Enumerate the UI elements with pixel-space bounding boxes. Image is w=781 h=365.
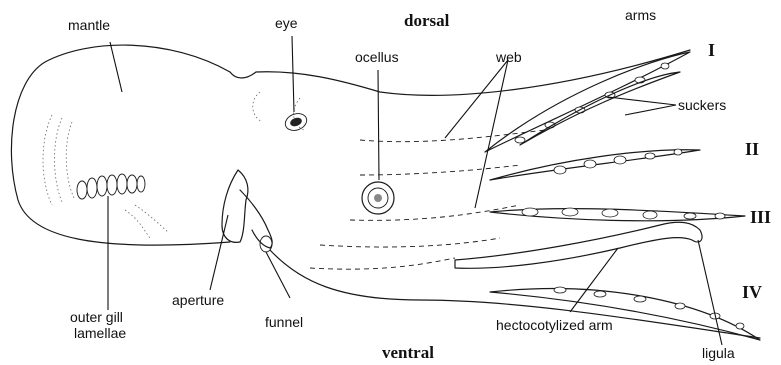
label-web: web xyxy=(495,49,522,65)
label-ventral: ventral xyxy=(382,343,434,362)
label-suckers: suckers xyxy=(678,97,726,113)
arm-i-outline xyxy=(485,52,690,152)
arm-ii-suckers xyxy=(554,149,682,174)
label-eye: eye xyxy=(275,15,298,31)
aperture-outline xyxy=(222,170,248,242)
label-ocellus: ocellus xyxy=(355,49,399,65)
gill-stripes xyxy=(43,92,304,238)
mantle-outline xyxy=(11,45,230,245)
label-ligula: ligula xyxy=(702,345,735,361)
label-aperture: aperture xyxy=(172,292,224,308)
arm-numeral-iii: III xyxy=(750,207,771,227)
label-outer-gill-line1: outer gill xyxy=(70,309,123,325)
arm-numeral-ii: II xyxy=(745,139,759,159)
label-funnel: funnel xyxy=(265,314,303,330)
hectocotylized-arm-outline xyxy=(455,222,702,268)
outer-gill-lamellae xyxy=(77,174,145,199)
eye-drawing xyxy=(283,111,309,134)
arm-numeral-i: I xyxy=(708,40,715,60)
arm-numeral-iv: IV xyxy=(742,282,762,302)
label-hectocotylized-arm: hectocotylized arm xyxy=(496,317,613,333)
label-outer-gill-line2: lamellae xyxy=(74,325,126,341)
label-dorsal: dorsal xyxy=(404,11,450,30)
web-lines xyxy=(310,130,545,269)
label-arms: arms xyxy=(625,7,656,23)
label-mantle: mantle xyxy=(68,17,110,33)
ocellus-drawing xyxy=(362,182,394,214)
mantle-head-notch xyxy=(230,50,690,95)
